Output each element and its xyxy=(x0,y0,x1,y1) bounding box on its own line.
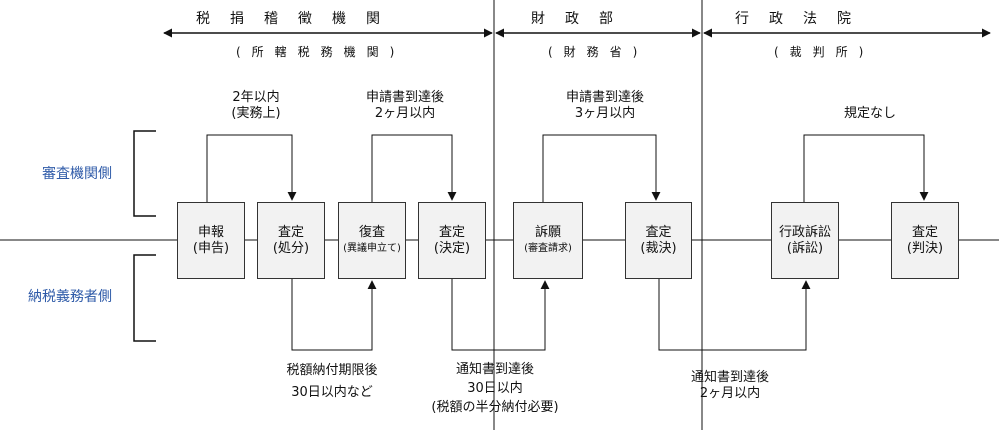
side-label-taxpayer: 納税義務者側 xyxy=(28,289,112,305)
step-box-assessment-disposition: 査定(処分) xyxy=(257,202,325,279)
side-label-examiner: 審査機関側 xyxy=(42,166,112,182)
bottom-connector xyxy=(451,279,550,351)
top-label-4: 規定なし xyxy=(843,106,896,121)
step-box-assessment-judgment: 査定(判決) xyxy=(891,202,959,279)
step-box-assessment-decision: 査定(決定) xyxy=(418,202,486,279)
bottom-connector xyxy=(291,279,377,351)
header-finance-ministry-sub: (財務省) xyxy=(548,45,649,59)
top-connector xyxy=(803,134,929,202)
bottom-connector xyxy=(658,279,811,351)
header-administrative-court: 行政法院 xyxy=(735,11,871,27)
step-box-assessment-ruling: 査定(裁決) xyxy=(625,202,692,279)
step-box-administrative-lawsuit: 行政訴訟(訴訟) xyxy=(771,202,839,279)
side-bracket-bottom xyxy=(133,254,156,342)
top-connector xyxy=(542,134,661,202)
step-box-tax-return: 申報(申告) xyxy=(177,202,245,279)
header-finance-ministry: 財政部 xyxy=(531,11,633,27)
header-tax-office-sub: (所轄税務機関) xyxy=(236,45,406,59)
top-connector xyxy=(371,134,457,202)
side-bracket-top xyxy=(133,130,156,217)
top-label-1: 2年以内(実務上) xyxy=(231,90,281,121)
step-box-petition: 訴願(審査請求) xyxy=(513,202,583,279)
step-box-reexamination: 復査(異議申立て) xyxy=(338,202,406,279)
header-tax-office: 税捐稽徵機関 xyxy=(196,11,400,27)
header-administrative-court-sub: (裁判所) xyxy=(774,45,875,59)
top-connector xyxy=(206,134,297,202)
